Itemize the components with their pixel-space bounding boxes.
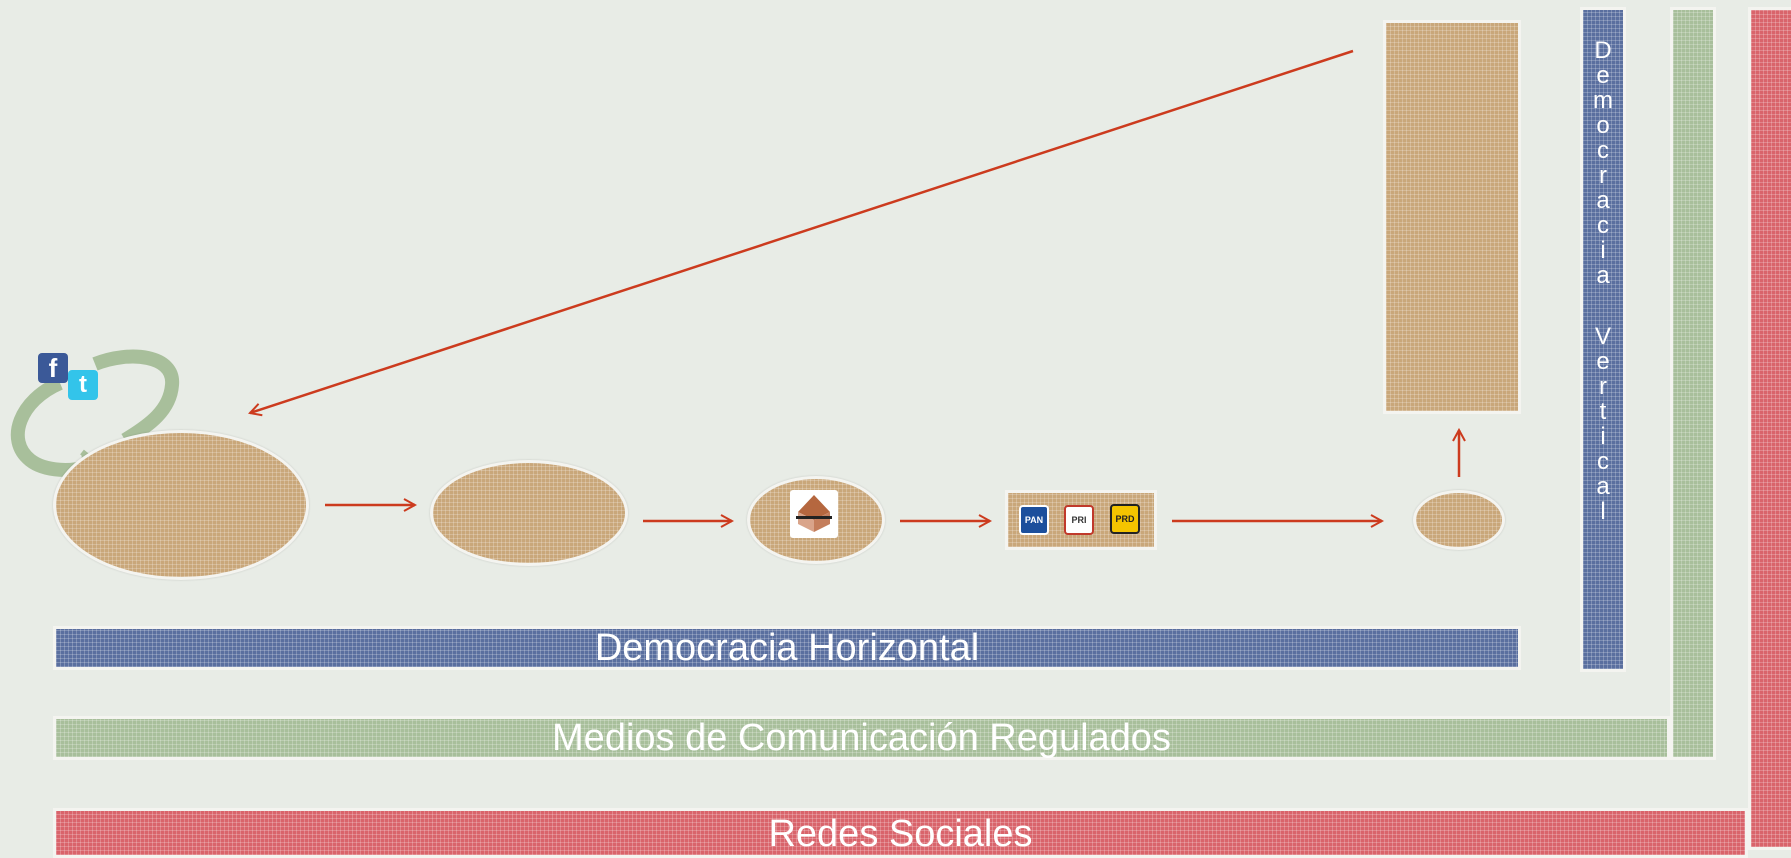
band-medios-regulados: Medios de Comunicación Regulados (53, 716, 1670, 760)
arrow-diagonal (250, 49, 1354, 413)
band-label-medios: Medios de Comunicación Regulados (552, 717, 1171, 759)
pri-party-logo: PRI (1064, 505, 1094, 535)
stage-ellipse-small (1413, 490, 1505, 550)
ballot-box-icon (790, 490, 838, 538)
band-vertical-green (1670, 7, 1716, 760)
band-vertical-red (1748, 7, 1791, 850)
band-democracia-horizontal: Democracia Horizontal (53, 626, 1521, 670)
stage-ellipse-1 (53, 430, 309, 580)
pan-party-logo: PAN (1019, 505, 1049, 535)
top-box (1383, 20, 1521, 414)
band-redes-sociales: Redes Sociales (53, 808, 1748, 858)
stage-ellipse-2 (430, 460, 628, 566)
band-label-redes: Redes Sociales (768, 813, 1033, 855)
twitter-icon: t (68, 370, 98, 400)
facebook-icon: f (38, 353, 68, 383)
band-label-horizontal: Democracia Horizontal (594, 627, 980, 669)
prd-party-logo: PRD (1110, 504, 1140, 534)
band-democracia-vertical (1580, 7, 1626, 672)
